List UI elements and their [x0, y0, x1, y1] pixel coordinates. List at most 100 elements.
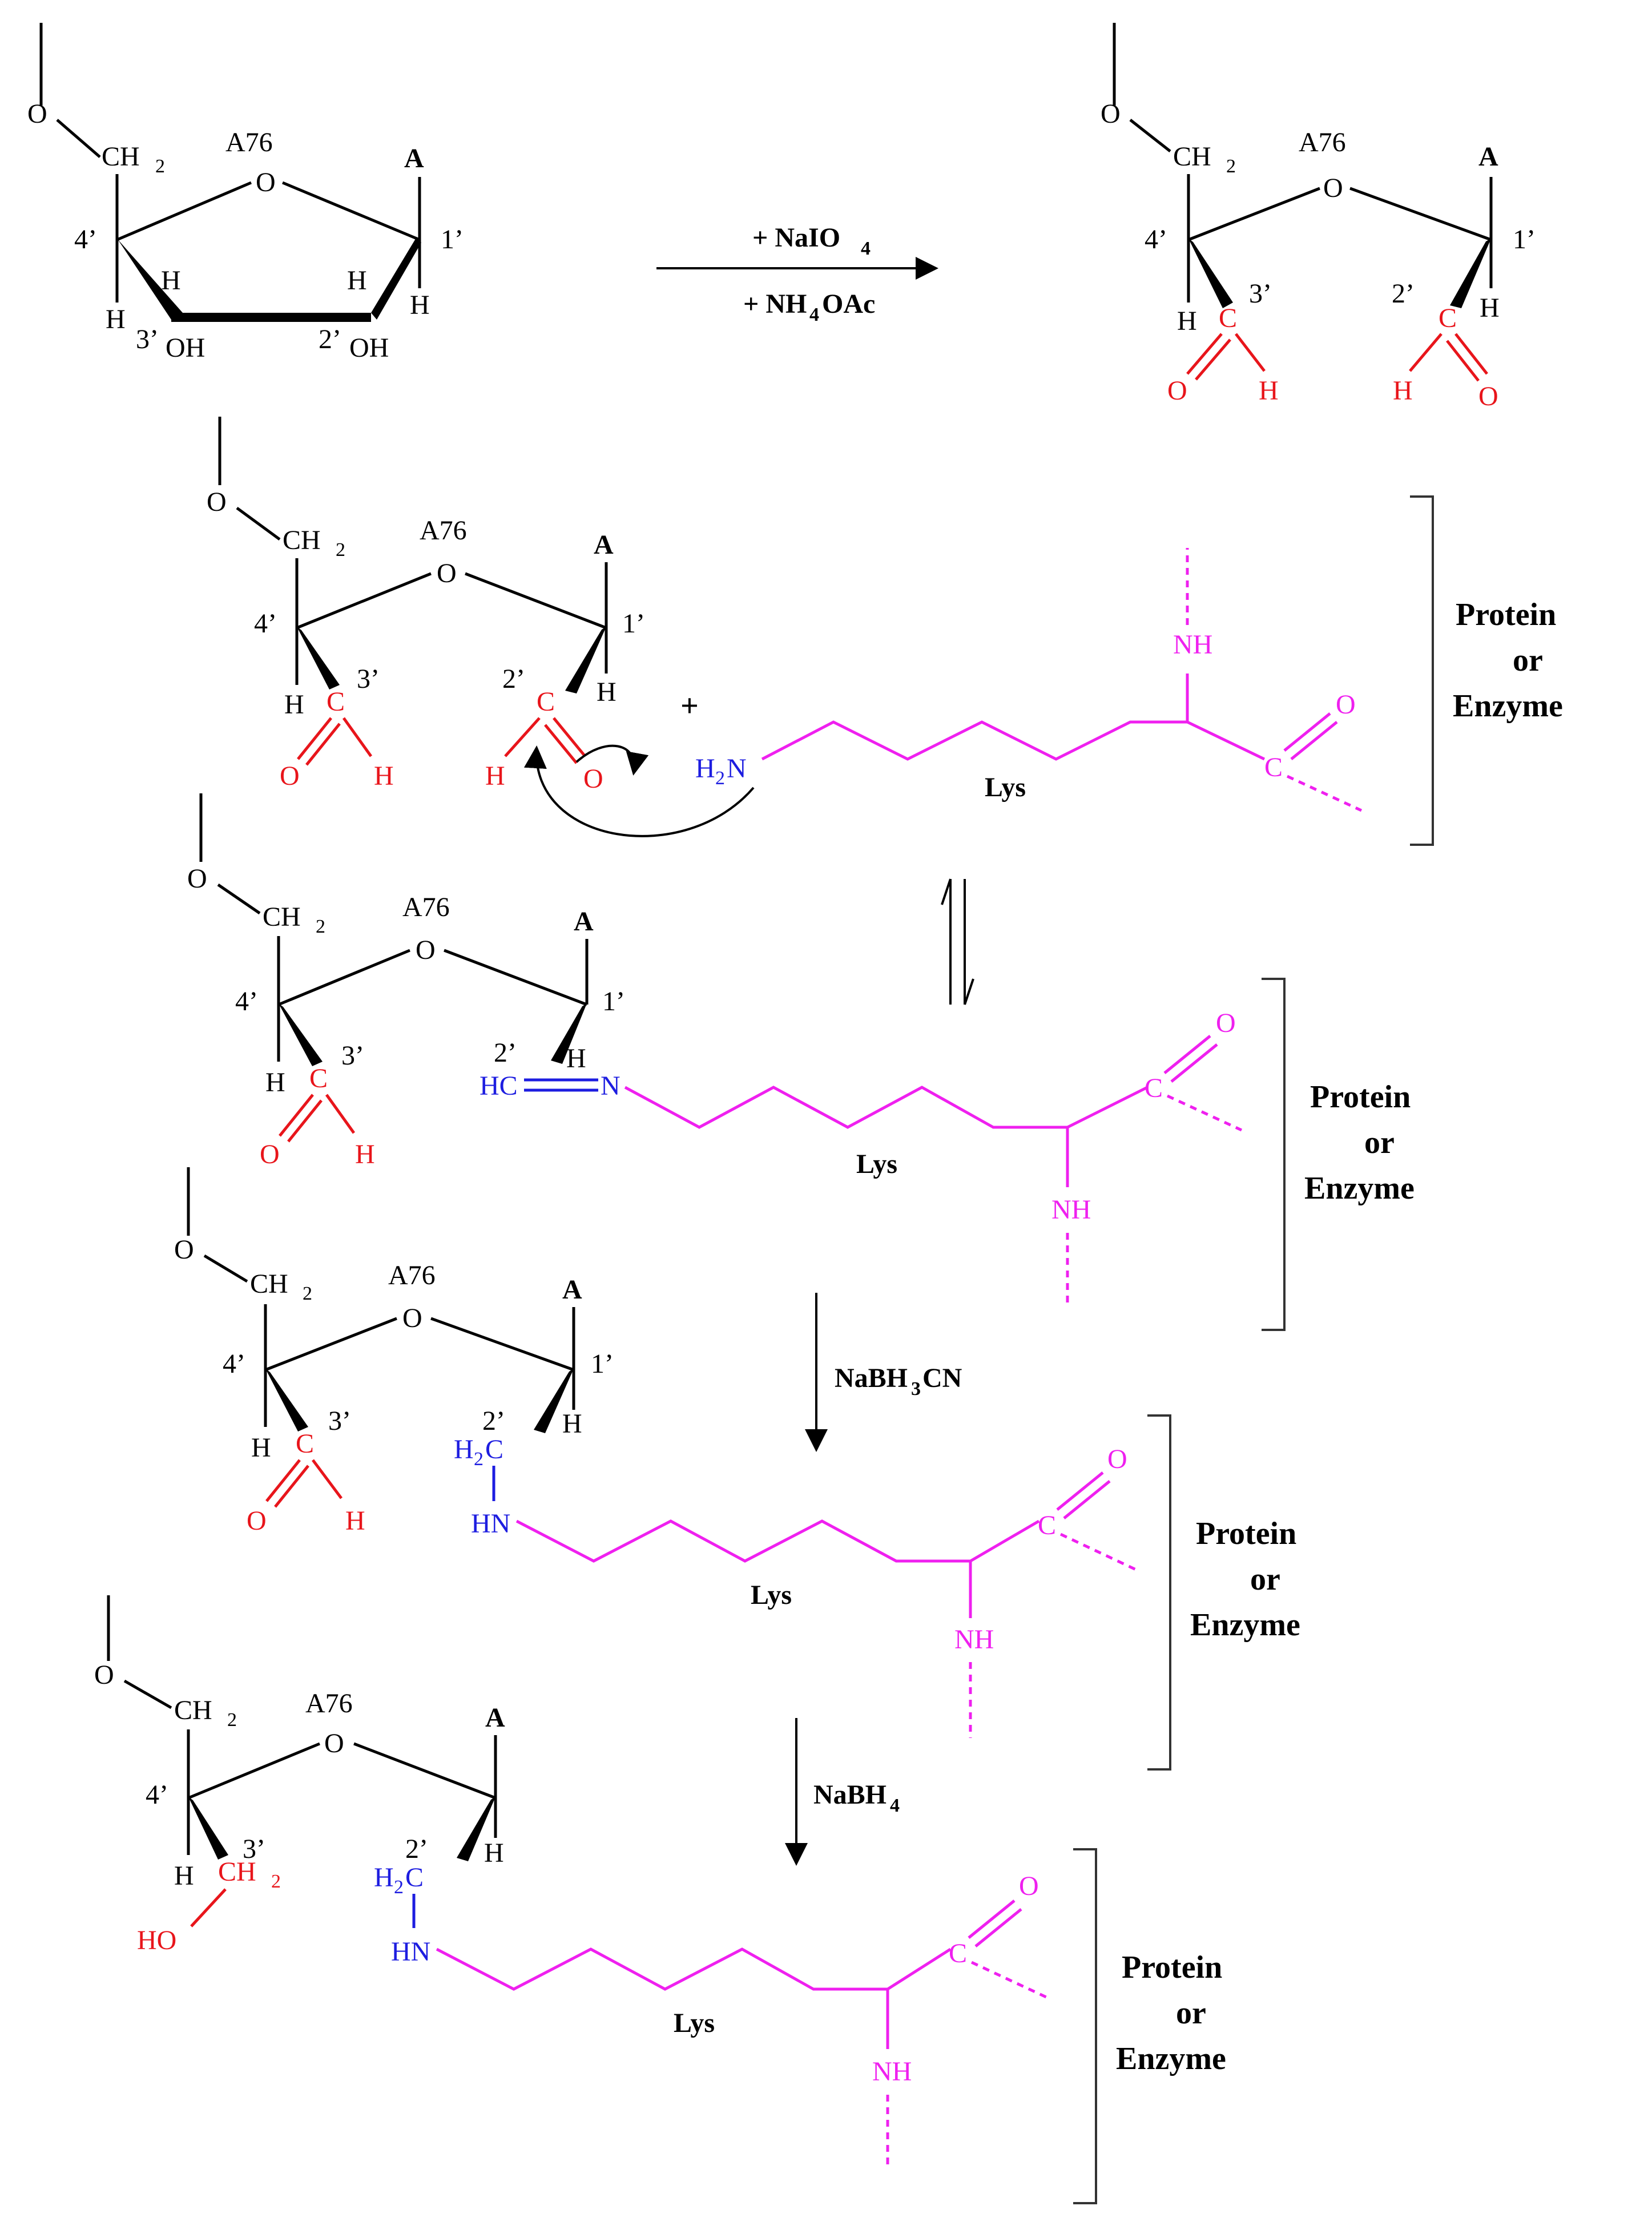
- svg-text:+ NH: + NH: [743, 289, 807, 319]
- svg-text:or: or: [1176, 1995, 1206, 2031]
- svg-text:C: C: [485, 1434, 503, 1465]
- svg-text:O: O: [1107, 1444, 1127, 1474]
- svg-text:H: H: [374, 1862, 394, 1893]
- svg-text:CH: CH: [263, 902, 301, 932]
- svg-text:H: H: [597, 677, 617, 707]
- svg-text:O: O: [260, 1139, 280, 1170]
- svg-text:+ NaIO: + NaIO: [752, 223, 840, 253]
- svg-text:H: H: [161, 265, 181, 296]
- svg-text:or: or: [1364, 1125, 1395, 1160]
- lysine-amine: Lys NH C O: [515, 1444, 1137, 1738]
- schiff-base: O CH 2 A76 O A 4’ 1’ H H 2’ C 3’ O H HC …: [187, 793, 625, 1170]
- svg-text:O: O: [94, 1660, 114, 1690]
- svg-text:2’: 2’: [482, 1406, 505, 1436]
- svg-text:A: A: [1478, 142, 1498, 172]
- svg-text:A76: A76: [305, 1688, 353, 1719]
- svg-text:Enzyme: Enzyme: [1116, 2041, 1226, 2076]
- svg-text:O: O: [1167, 376, 1187, 406]
- svg-text:NH: NH: [1051, 1195, 1091, 1225]
- svg-text:4’: 4’: [1145, 224, 1167, 255]
- svg-text:Lys: Lys: [751, 1580, 792, 1610]
- svg-text:3’: 3’: [341, 1041, 364, 1071]
- svg-text:4: 4: [890, 1795, 900, 1816]
- svg-text:HN: HN: [471, 1509, 510, 1539]
- svg-text:H: H: [345, 1506, 365, 1536]
- svg-text:C: C: [949, 1938, 967, 1969]
- svg-text:4’: 4’: [223, 1349, 245, 1379]
- svg-text:O: O: [1216, 1008, 1236, 1038]
- svg-text:O: O: [437, 558, 457, 588]
- svg-text:Lys: Lys: [856, 1149, 897, 1179]
- svg-text:2: 2: [336, 539, 345, 560]
- svg-text:O: O: [324, 1728, 344, 1759]
- svg-text:2: 2: [1226, 156, 1236, 177]
- svg-text:H: H: [566, 1043, 586, 1074]
- svg-text:2’: 2’: [502, 664, 525, 694]
- svg-text:A: A: [485, 1703, 505, 1733]
- svg-text:C: C: [1219, 303, 1237, 333]
- svg-text:H: H: [106, 304, 126, 334]
- svg-text:Protein: Protein: [1122, 1950, 1222, 1985]
- lysine-schiff: Lys NH C O: [624, 1008, 1243, 1307]
- svg-text:C: C: [1145, 1073, 1163, 1103]
- bracket-4: Protein or Enzyme: [1073, 1848, 1226, 2204]
- svg-text:3’: 3’: [243, 1834, 265, 1864]
- svg-text:O: O: [174, 1235, 194, 1265]
- svg-text:CH: CH: [1173, 142, 1211, 172]
- svg-text:H: H: [695, 753, 715, 784]
- svg-text:C: C: [309, 1063, 328, 1094]
- svg-text:3’: 3’: [328, 1406, 351, 1436]
- svg-text:C: C: [537, 687, 555, 717]
- svg-text:A76: A76: [388, 1260, 436, 1291]
- svg-text:A76: A76: [1299, 127, 1346, 158]
- svg-text:3: 3: [911, 1378, 921, 1400]
- svg-text:O: O: [207, 487, 227, 517]
- svg-text:1’: 1’: [1513, 224, 1536, 255]
- svg-text:HO: HO: [137, 1925, 176, 1955]
- svg-text:N: N: [601, 1071, 620, 1101]
- svg-text:H: H: [347, 265, 367, 296]
- svg-text:3’: 3’: [357, 664, 380, 694]
- svg-text:NaBH: NaBH: [835, 1363, 908, 1393]
- svg-text:O: O: [583, 764, 603, 794]
- equilibrium-arrows: [941, 878, 974, 1005]
- svg-text:H: H: [251, 1433, 271, 1463]
- svg-text:NH: NH: [1173, 630, 1212, 660]
- svg-text:2’: 2’: [319, 324, 341, 354]
- svg-text:2: 2: [715, 768, 725, 789]
- svg-text:4: 4: [861, 238, 871, 259]
- svg-text:HC: HC: [480, 1071, 518, 1101]
- svg-text:2: 2: [474, 1449, 483, 1470]
- svg-text:or: or: [1513, 643, 1543, 678]
- svg-text:A: A: [574, 906, 594, 937]
- svg-text:Enzyme: Enzyme: [1453, 688, 1563, 724]
- svg-text:Lys: Lys: [674, 2008, 715, 2038]
- svg-text:H: H: [1393, 376, 1413, 406]
- svg-text:HN: HN: [391, 1937, 430, 1967]
- svg-text:Enzyme: Enzyme: [1304, 1171, 1415, 1206]
- svg-text:+: +: [680, 688, 699, 724]
- svg-text:O: O: [280, 761, 300, 791]
- secondary-amine: O CH 2 A76 O A 4’ 1’ H H 2’ C 3’ O H H 2…: [174, 1167, 614, 1539]
- svg-text:H: H: [484, 1838, 504, 1868]
- svg-text:O: O: [1019, 1871, 1039, 1901]
- svg-text:H: H: [174, 1861, 194, 1891]
- svg-text:O: O: [187, 864, 207, 894]
- svg-text:2’: 2’: [1392, 279, 1415, 309]
- svg-text:or: or: [1250, 1562, 1280, 1597]
- svg-text:4’: 4’: [146, 1780, 168, 1810]
- svg-text:O: O: [416, 935, 436, 965]
- svg-text:O: O: [256, 167, 276, 197]
- svg-text:H: H: [485, 761, 505, 791]
- svg-text:Protein: Protein: [1310, 1079, 1411, 1115]
- svg-text:A76: A76: [402, 892, 450, 922]
- svg-text:2’: 2’: [405, 1834, 428, 1864]
- svg-text:A: A: [594, 530, 614, 560]
- lysine-free: H 2 N Lys NH C O: [695, 548, 1363, 812]
- svg-text:1’: 1’: [622, 608, 645, 639]
- svg-text:O: O: [27, 99, 47, 129]
- svg-text:H: H: [1480, 293, 1500, 323]
- svg-text:C: C: [405, 1862, 424, 1893]
- bracket-2: Protein or Enzyme: [1262, 978, 1415, 1331]
- svg-text:4’: 4’: [74, 224, 97, 255]
